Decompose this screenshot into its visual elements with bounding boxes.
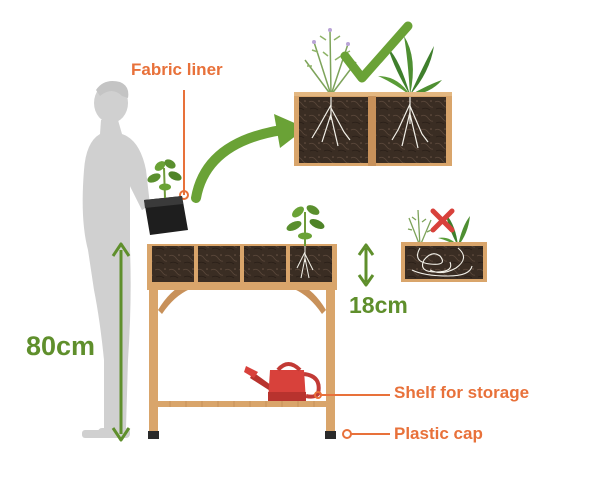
height-label: 80cm [26,331,96,361]
raised-table-planter [147,205,337,439]
plastic-cap-label: Plastic cap [394,424,483,443]
checkmark-icon [340,21,413,83]
transplant-arrow [191,114,306,203]
fabric-liner-label: Fabric liner [131,60,223,79]
shelf-label: Shelf for storage [394,383,530,402]
cap-leader [342,429,390,439]
fabric-liner-leader [179,90,189,200]
roots [311,97,429,149]
arugula-plant [378,36,442,95]
shelf-leader [314,391,390,399]
rosemary-plant [304,28,357,96]
correct-planter-box [294,21,452,166]
cross-icon [430,208,455,233]
table-seedling [286,205,325,246]
depth-measure-arrow [357,243,375,287]
watering-can [244,362,321,401]
plastic-cap [148,431,159,439]
person-silhouette [82,81,150,438]
incorrect-planter-box [401,208,487,282]
height-measure-arrow [111,242,131,442]
depth-label: 18cm [349,292,408,318]
fabric-pot-seedling [144,159,188,235]
